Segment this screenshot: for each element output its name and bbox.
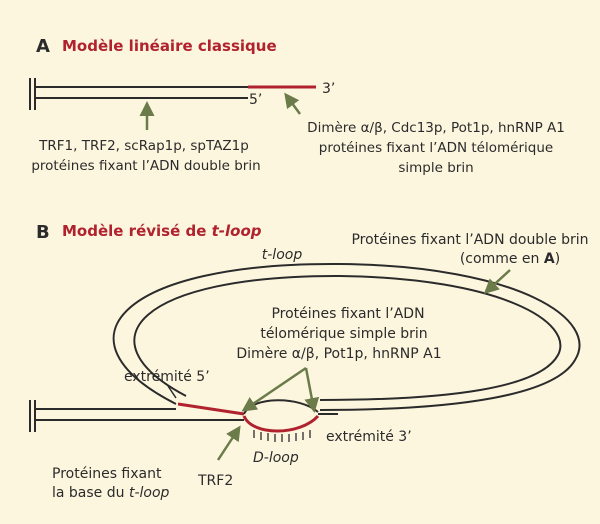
label-5prime: 5’ (249, 92, 262, 108)
arrow-ss-proteins-b1 (241, 366, 307, 412)
d-loop (242, 399, 338, 442)
arrow-ss-proteins-a (284, 92, 302, 115)
ss-proteins-line1: Dimère α/β, Cdc13p, Pot1p, hnRNP A1 (307, 120, 565, 136)
ss-proteins-b-line1: Protéines fixant l’ADN (271, 306, 424, 322)
arrow-trf2 (216, 425, 241, 461)
base-proteins-line1: Protéines fixant (52, 466, 162, 482)
d-loop-label: D-loop (253, 450, 299, 466)
arrow-ss-proteins-b2 (304, 367, 320, 413)
ss-proteins-line3: simple brin (398, 160, 473, 176)
base-dna-duplex (29, 400, 244, 432)
panel-a-title: Modèle linéaire classique (62, 37, 277, 55)
ds-proteins-b-line1: Protéines fixant l’ADN double brin (351, 232, 588, 248)
panel-b-title: Modèle révisé de t-loop (62, 222, 262, 240)
end-5prime-label: extrémité 5’ (124, 369, 210, 385)
end-3prime-label: extrémité 3’ (326, 429, 412, 445)
base-proteins-line2: la base du t-loop (52, 485, 170, 501)
ds-proteins-line2: protéines fixant l’ADN double brin (31, 158, 260, 174)
arrow-ds-proteins-b (483, 269, 511, 295)
linear-dna-duplex (29, 78, 316, 110)
end-5prime-strand (177, 402, 245, 416)
panel-b: B Modèle révisé de t-loop t-loop Protéin… (29, 222, 589, 501)
ds-proteins-line1: TRF1, TRF2, scRap1p, spTAZ1p (38, 138, 249, 154)
panel-b-letter: B (36, 222, 50, 243)
ds-proteins-b-line2: (comme en A) (460, 251, 560, 267)
trf2-label: TRF2 (197, 473, 233, 489)
panel-a-letter: A (36, 36, 50, 57)
panel-a: A Modèle linéaire classique 5’ 3’ TRF1, … (29, 36, 565, 176)
label-3prime: 3’ (322, 81, 335, 97)
ss-proteins-b-line3: Dimère α/β, Pot1p, hnRNP A1 (236, 346, 441, 362)
t-loop-label: t-loop (262, 247, 303, 263)
pointer-5prime (167, 385, 177, 399)
ss-proteins-b-line2: télomérique simple brin (260, 326, 427, 342)
ss-proteins-line2: protéines fixant l’ADN télomérique (319, 140, 553, 156)
